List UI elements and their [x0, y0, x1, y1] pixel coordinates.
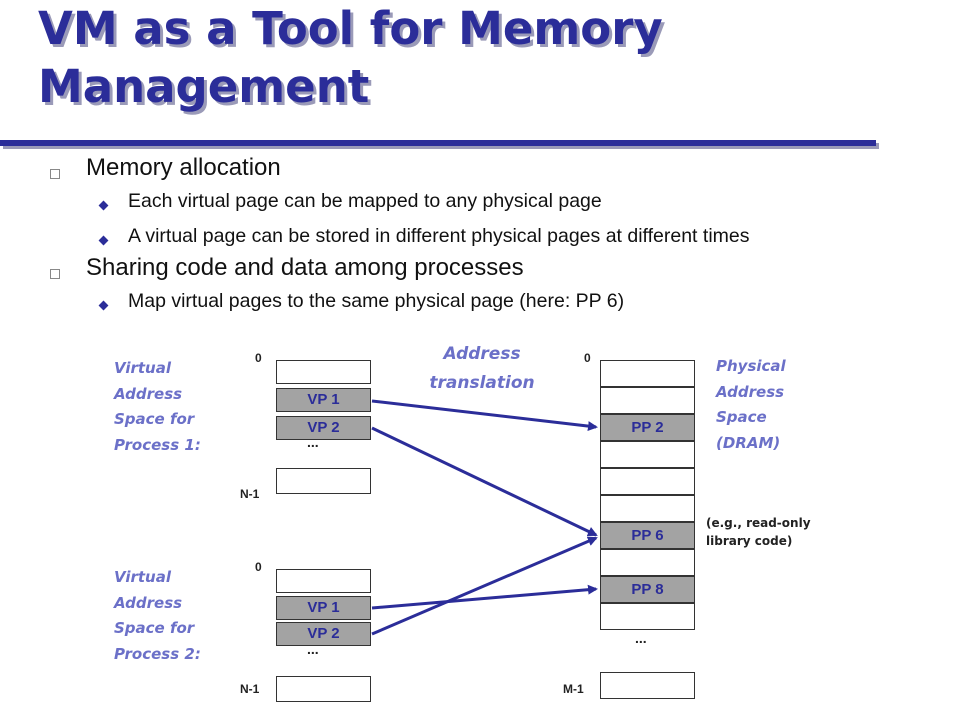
phys-pp2: PP 2 — [600, 414, 695, 441]
sub-bullet-different-times: A virtual page can be stored in differen… — [128, 225, 750, 247]
p1-ellipsis: ... — [307, 434, 319, 450]
p2-ellipsis: ... — [307, 641, 319, 657]
bullet-sharing: Sharing code and data among processes — [86, 254, 524, 281]
shared-page-note: (e.g., read-only library code) — [706, 516, 811, 548]
p1-page-last — [276, 468, 371, 494]
square-bullet-icon — [50, 269, 60, 279]
phys-page-9 — [600, 603, 695, 630]
p2-address-n-minus-1: N-1 — [240, 682, 260, 696]
address-translation-label: Address translation — [429, 344, 535, 393]
phys-pp6: PP 6 — [600, 522, 695, 549]
p2-vp1: VP 1 — [276, 596, 371, 620]
phys-address-m-minus-1: M-1 — [563, 682, 584, 696]
phys-page-4 — [600, 468, 695, 495]
arrow-p2vp2-to-pp6 — [371, 536, 598, 636]
arrow-p1vp1-to-pp2 — [371, 399, 598, 432]
square-bullet-icon — [50, 169, 60, 179]
slide-title-line-1: VM as a Tool for Memory — [38, 2, 663, 55]
phys-page-last — [600, 672, 695, 699]
slide-title-line-2: Management — [38, 60, 370, 113]
process2-address-space-label: Virtual Address Space for Process 2: — [114, 568, 201, 663]
p2-address-zero: 0 — [255, 560, 262, 574]
sub-bullet-mapping: Each virtual page can be mapped to any p… — [128, 190, 602, 212]
phys-page-1 — [600, 387, 695, 414]
phys-page-7 — [600, 549, 695, 576]
bullet-memory-allocation: Memory allocation — [86, 154, 281, 181]
p2-page-last — [276, 676, 371, 702]
phys-address-zero: 0 — [584, 351, 591, 365]
phys-page-5 — [600, 495, 695, 522]
title-divider — [0, 140, 876, 146]
slide-title: VM as a Tool for Memory Management — [38, 0, 918, 116]
p2-page-empty — [276, 569, 371, 593]
phys-page-3 — [600, 441, 695, 468]
phys-ellipsis: ... — [635, 630, 647, 646]
sub-bullet-same-physical-page: Map virtual pages to the same physical p… — [128, 290, 625, 312]
physical-address-space-label: Physical Address Space (DRAM) — [716, 357, 786, 452]
p1-address-zero: 0 — [255, 351, 262, 365]
phys-pp8: PP 8 — [600, 576, 695, 603]
p1-page-empty — [276, 360, 371, 384]
phys-page-0 — [600, 360, 695, 387]
p1-vp2: VP 2 — [276, 416, 371, 440]
p2-vp2: VP 2 — [276, 622, 371, 646]
p1-address-n-minus-1: N-1 — [240, 487, 260, 501]
p1-vp1: VP 1 — [276, 388, 371, 412]
arrow-p2vp1-to-pp8 — [371, 584, 598, 610]
process1-address-space-label: Virtual Address Space for Process 1: — [114, 359, 201, 454]
arrow-p1vp2-to-pp6 — [371, 426, 598, 537]
